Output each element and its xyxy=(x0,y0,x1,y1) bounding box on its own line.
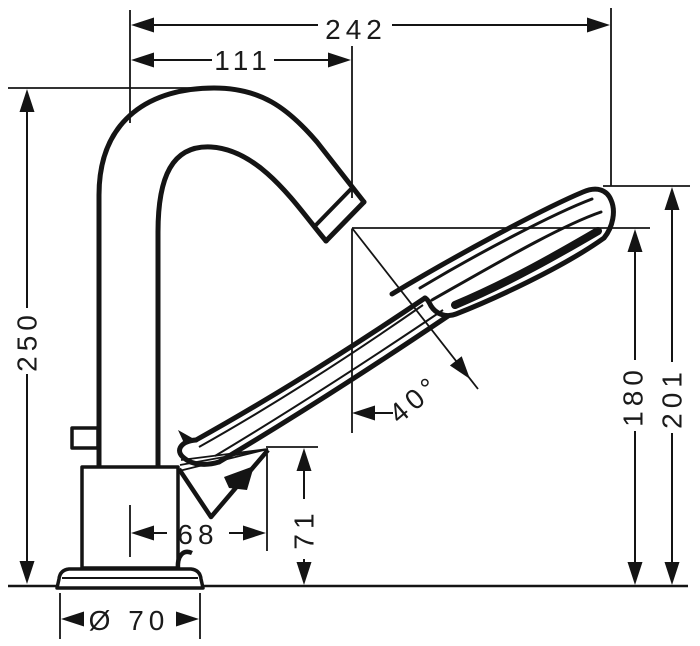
handle-lower-edge xyxy=(216,313,451,465)
shower-head-inner-line-2 xyxy=(430,210,603,302)
arrow-left-icon xyxy=(131,52,154,68)
handle-lower-inner-line xyxy=(214,309,444,457)
dim-label-handshower-outlet-height: 180 xyxy=(618,365,649,427)
dimension-diameter-70: Ø 70 xyxy=(59,593,201,639)
shower-head-outline xyxy=(389,186,616,319)
spout-outer-curve xyxy=(96,85,367,470)
dimension-242: 242 xyxy=(129,8,612,186)
dimension-111: 111 xyxy=(131,45,353,198)
hose-stub xyxy=(175,549,193,570)
handle-upper-inner-line xyxy=(198,304,424,448)
arrow-down-icon xyxy=(627,562,643,585)
shower-head-spray-face xyxy=(451,227,602,309)
spout-tip-band xyxy=(312,187,353,229)
spout-inner-curve xyxy=(155,144,329,470)
dimension-angle-40: 40° xyxy=(351,227,479,433)
handle-upper-edge xyxy=(193,295,428,443)
diverter-knob xyxy=(70,426,100,450)
arrow-down-icon xyxy=(664,562,680,585)
arrow-up-icon xyxy=(296,448,312,471)
arrow-left-icon xyxy=(61,611,84,627)
arrow-left-icon xyxy=(131,525,154,541)
arrow-left-icon xyxy=(352,405,375,421)
arrow-down-icon xyxy=(296,562,312,585)
arrow-right-icon xyxy=(243,525,266,541)
dimension-201: 201 xyxy=(603,185,690,585)
dim-label-handshower-angle: 40° xyxy=(383,369,447,430)
arrow-up-icon xyxy=(19,89,35,112)
handle-butt-cap xyxy=(177,437,222,467)
arrow-right-icon xyxy=(587,17,610,33)
dim-label-holder-offset: 68 xyxy=(177,519,218,550)
dimension-71: 71 xyxy=(266,446,320,585)
dim-label-holder-height: 71 xyxy=(289,508,320,549)
dimension-68: 68 xyxy=(129,454,268,557)
dim-label-base-diameter: Ø 70 xyxy=(89,605,170,636)
arrow-right-icon xyxy=(176,611,199,627)
arrow-up-icon xyxy=(627,229,643,252)
dimension-180: 180 xyxy=(352,227,650,585)
arrow-left-icon xyxy=(131,17,154,33)
arrow-up-icon xyxy=(664,187,680,210)
handle-butt-nub xyxy=(178,430,194,443)
dim-label-spout-height: 250 xyxy=(12,310,43,372)
dimension-250: 250 xyxy=(8,87,216,584)
holder-opening-shade xyxy=(224,466,254,490)
arrow-down-icon xyxy=(19,561,35,584)
arrow-right-icon xyxy=(328,52,351,68)
dim-label-overall-reach: 242 xyxy=(325,14,387,45)
hand-shower xyxy=(177,186,616,467)
dim-label-handshower-top-height: 201 xyxy=(657,367,688,429)
shower-head-inner-line-1 xyxy=(418,197,594,290)
dim-label-spout-reach: 111 xyxy=(214,45,272,76)
arrow-diagonal-icon xyxy=(449,356,470,379)
spout-end-face xyxy=(323,199,367,244)
